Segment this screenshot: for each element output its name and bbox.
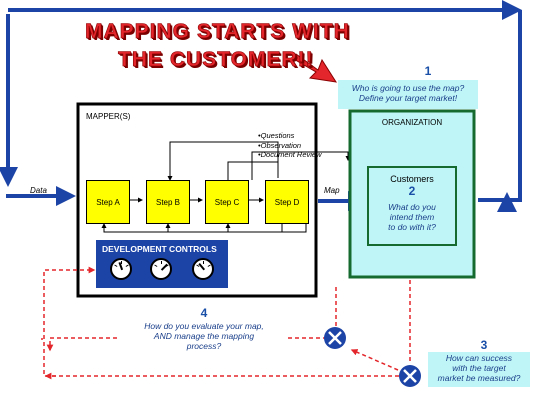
mapper-label: MAPPER(S) — [86, 112, 131, 121]
callout-2-number: 2 — [408, 184, 416, 198]
customers-label: Customers — [390, 174, 434, 184]
callout-4-line-3: process? — [186, 341, 222, 351]
callout-4-line-1: How do you evaluate your map, — [144, 321, 264, 331]
step-d: Step D — [265, 180, 309, 224]
callout-3-line-3: market be measured? — [437, 373, 521, 383]
callout-3-line-2: with the target — [452, 363, 506, 373]
methods-list: •Questions •Observation •Document Review — [258, 131, 322, 160]
gauge-icon — [150, 258, 172, 280]
callout-4-line-2: AND manage the mapping — [153, 331, 255, 341]
title-line-2: THE CUSTOMER!! — [118, 48, 314, 72]
callout-4: How do you evaluate your map, AND manage… — [120, 320, 288, 353]
dev-controls-label: DEVELOPMENT CONTROLS — [102, 244, 217, 254]
callout-1-number: 1 — [424, 64, 432, 78]
step-connectors — [101, 141, 351, 233]
data-label: Data — [30, 186, 47, 195]
callout-3: How can success with the target market b… — [428, 352, 530, 387]
organization-label: ORGANIZATION — [381, 118, 443, 127]
method-observation: •Observation — [258, 140, 302, 150]
callout-2-line-1: What do you — [388, 202, 436, 212]
callout-3-line-1: How can success — [445, 353, 513, 363]
callout-3-number: 3 — [480, 338, 488, 352]
evaluation-node-icon — [324, 327, 346, 349]
callout-1-line-1: Who is going to use the map? — [351, 83, 465, 93]
title-line-1: MAPPING STARTS WITH — [85, 20, 350, 44]
callout-2-line-2: intend them — [389, 212, 435, 222]
map-label: Map — [324, 186, 340, 195]
callout-1: Who is going to use the map? Define your… — [338, 80, 478, 109]
callout-1-line-2: Define your target market! — [358, 93, 458, 103]
title-arrow — [291, 53, 338, 83]
callout-2: What do you intend them to do with it? — [368, 202, 456, 232]
method-questions: •Questions — [258, 131, 295, 140]
step-c: Step C — [205, 180, 249, 224]
method-document-review: •Document Review — [258, 150, 322, 159]
step-a: Step A — [86, 180, 130, 224]
gauge-icon — [192, 258, 214, 280]
outer-feedback-loop — [0, 0, 522, 212]
measurement-node-icon — [399, 365, 421, 387]
customers-box — [367, 166, 457, 246]
callout-4-number: 4 — [200, 306, 208, 320]
step-b: Step B — [146, 180, 190, 224]
callout-2-line-3: to do with it? — [388, 222, 436, 232]
gauge-icon — [110, 258, 132, 280]
